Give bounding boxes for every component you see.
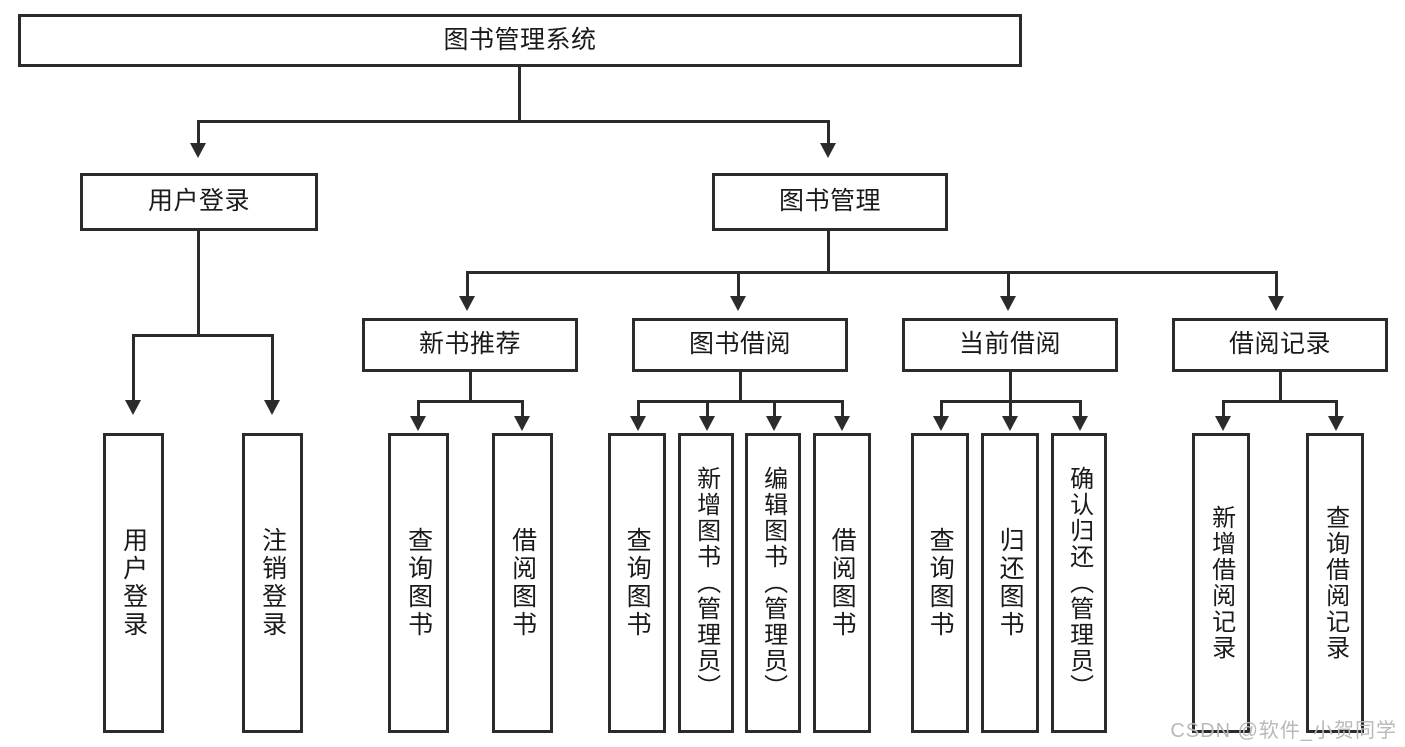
- node-borrow-record-label: 借阅记录: [1228, 330, 1331, 359]
- edge-book-mgmt-to-borrow: [737, 271, 740, 298]
- node-root[interactable]: 图书管理系统: [18, 14, 1022, 67]
- leaf-user-login-label: 用户登录: [119, 527, 148, 639]
- leaf-new-book-query[interactable]: 查询图书: [388, 433, 449, 733]
- edge-new-book-trunk: [469, 372, 472, 402]
- edge-new-book-to-leaf1: [417, 400, 420, 418]
- node-book-management[interactable]: 图书管理: [712, 173, 948, 231]
- edge-user-login-trunk: [197, 231, 200, 336]
- arrowhead-book-mgmt-to-new-book: [459, 296, 475, 311]
- leaf-new-book-borrow-label: 借阅图书: [508, 527, 537, 639]
- arrowhead-borrow-to-leaf3: [766, 416, 782, 431]
- edge-user-login-to-leaf1: [132, 334, 135, 402]
- leaf-query-borrow-record-label: 查询借阅记录: [1321, 505, 1349, 661]
- node-book-management-label: 图书管理: [778, 187, 881, 216]
- edge-new-book-to-leaf2: [521, 400, 524, 418]
- arrowhead-borrow-to-leaf4: [834, 416, 850, 431]
- leaf-new-book-borrow[interactable]: 借阅图书: [492, 433, 553, 733]
- arrowhead-root-to-book-mgmt: [820, 143, 836, 158]
- edge-borrow-distributor: [637, 400, 844, 403]
- leaf-borrow-book[interactable]: 借阅图书: [813, 433, 871, 733]
- edge-record-distributor: [1222, 400, 1338, 403]
- csdn-watermark: CSDN @软件_小贺同学: [1170, 720, 1397, 742]
- node-new-book-recommend[interactable]: 新书推荐: [362, 318, 578, 372]
- leaf-logout-label: 注销登录: [258, 527, 287, 639]
- edge-current-trunk: [1009, 372, 1012, 402]
- edge-root-to-book-mgmt: [827, 120, 830, 145]
- node-user-login-label: 用户登录: [147, 187, 250, 216]
- edge-book-mgmt-distributor: [466, 271, 1278, 274]
- arrowhead-borrow-to-leaf2: [699, 416, 715, 431]
- edge-current-to-leaf3: [1079, 400, 1082, 418]
- leaf-add-borrow-record-label: 新增借阅记录: [1207, 505, 1235, 661]
- edge-user-login-to-leaf2: [271, 334, 274, 402]
- leaf-return-book-label: 归还图书: [996, 527, 1025, 639]
- leaf-logout[interactable]: 注销登录: [242, 433, 303, 733]
- leaf-borrow-book-label: 借阅图书: [828, 527, 857, 639]
- leaf-book-edit[interactable]: 编辑图书（管理员）: [745, 433, 801, 733]
- leaf-confirm-return[interactable]: 确认归还（管理员）: [1051, 433, 1107, 733]
- leaf-current-query-label: 查询图书: [926, 527, 955, 639]
- arrowhead-book-mgmt-to-borrow: [730, 296, 746, 311]
- node-current-borrow-label: 当前借阅: [958, 330, 1061, 359]
- edge-book-mgmt-to-current: [1007, 271, 1010, 298]
- edge-borrow-to-leaf3: [773, 400, 776, 418]
- edge-user-login-distributor: [132, 334, 274, 337]
- node-user-login[interactable]: 用户登录: [80, 173, 318, 231]
- edge-borrow-to-leaf4: [841, 400, 844, 418]
- leaf-current-query[interactable]: 查询图书: [911, 433, 969, 733]
- edge-root-trunk: [518, 67, 521, 120]
- edge-book-mgmt-trunk: [827, 231, 830, 273]
- edge-borrow-to-leaf2: [706, 400, 709, 418]
- edge-current-to-leaf2: [1009, 400, 1012, 418]
- node-book-borrow[interactable]: 图书借阅: [632, 318, 848, 372]
- arrowhead-current-to-leaf3: [1072, 416, 1088, 431]
- node-new-book-recommend-label: 新书推荐: [418, 330, 521, 359]
- arrowhead-new-book-to-leaf2: [514, 416, 530, 431]
- edge-record-trunk: [1279, 372, 1282, 402]
- arrowhead-current-to-leaf2: [1002, 416, 1018, 431]
- node-book-borrow-label: 图书借阅: [688, 330, 791, 359]
- arrowhead-new-book-to-leaf1: [410, 416, 426, 431]
- leaf-user-login[interactable]: 用户登录: [103, 433, 164, 733]
- edge-record-to-leaf1: [1222, 400, 1225, 418]
- edge-book-mgmt-to-record: [1275, 271, 1278, 298]
- arrowhead-record-to-leaf1: [1215, 416, 1231, 431]
- arrowhead-book-mgmt-to-current: [1000, 296, 1016, 311]
- arrowhead-user-login-to-leaf1: [125, 400, 141, 415]
- leaf-borrow-query[interactable]: 查询图书: [608, 433, 666, 733]
- leaf-confirm-return-label: 确认归还（管理员）: [1065, 466, 1093, 700]
- leaf-book-add-label: 新增图书（管理员）: [692, 466, 720, 700]
- edge-borrow-trunk: [739, 372, 742, 402]
- edge-new-book-distributor: [417, 400, 524, 403]
- edge-root-to-user-login: [197, 120, 200, 145]
- edge-book-mgmt-to-new-book: [466, 271, 469, 298]
- edge-borrow-to-leaf1: [637, 400, 640, 418]
- node-root-label: 图书管理系统: [443, 25, 597, 54]
- edge-root-distributor: [197, 120, 830, 123]
- arrowhead-current-to-leaf1: [933, 416, 949, 431]
- arrowhead-user-login-to-leaf2: [264, 400, 280, 415]
- node-current-borrow[interactable]: 当前借阅: [902, 318, 1118, 372]
- arrowhead-book-mgmt-to-record: [1268, 296, 1284, 311]
- leaf-borrow-query-label: 查询图书: [623, 527, 652, 639]
- leaf-book-add[interactable]: 新增图书（管理员）: [678, 433, 734, 733]
- edge-record-to-leaf2: [1335, 400, 1338, 418]
- leaf-new-book-query-label: 查询图书: [404, 527, 433, 639]
- leaf-add-borrow-record[interactable]: 新增借阅记录: [1192, 433, 1250, 733]
- leaf-return-book[interactable]: 归还图书: [981, 433, 1039, 733]
- node-borrow-record[interactable]: 借阅记录: [1172, 318, 1388, 372]
- arrowhead-borrow-to-leaf1: [630, 416, 646, 431]
- arrowhead-record-to-leaf2: [1328, 416, 1344, 431]
- leaf-query-borrow-record[interactable]: 查询借阅记录: [1306, 433, 1364, 733]
- leaf-book-edit-label: 编辑图书（管理员）: [759, 466, 787, 700]
- edge-current-to-leaf1: [940, 400, 943, 418]
- arrowhead-root-to-user-login: [190, 143, 206, 158]
